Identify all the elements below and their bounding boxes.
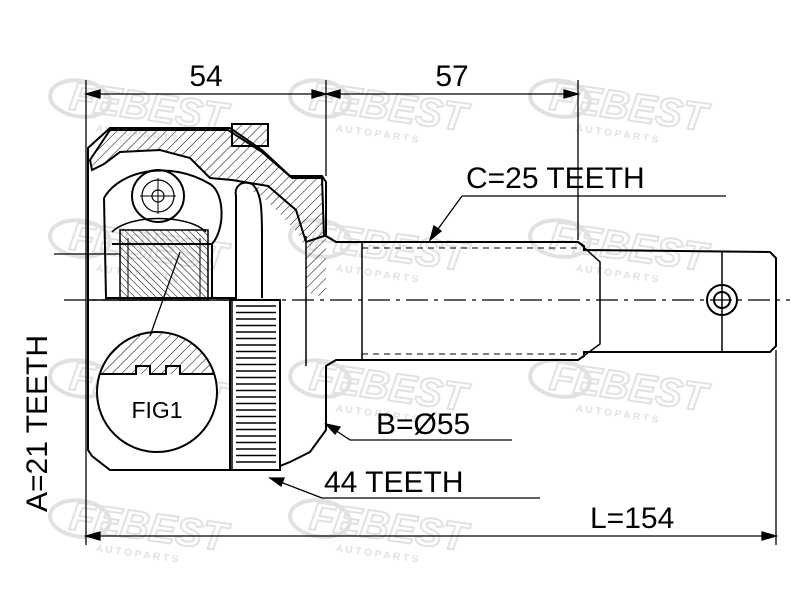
watermark-logo-ring bbox=[48, 218, 112, 259]
fig1-label: FIG1 bbox=[131, 397, 182, 423]
diameter-b-label: B=Ø55 bbox=[376, 408, 470, 441]
watermark-logo-ring bbox=[48, 78, 112, 119]
dimension-lines bbox=[54, 80, 779, 545]
spline-c-label: C=25 TEETH bbox=[466, 162, 645, 195]
watermark-logo-ring bbox=[48, 498, 112, 539]
dim-54: 54 bbox=[189, 60, 222, 93]
dim-57: 57 bbox=[435, 60, 468, 93]
watermark-logo-ring bbox=[528, 218, 592, 259]
abs-teeth-label: 44 TEETH bbox=[324, 466, 464, 499]
total-length-label: L=154 bbox=[590, 502, 674, 535]
spline-a-label: A=21 TEETH bbox=[21, 335, 54, 512]
watermark-logo-ring bbox=[288, 358, 352, 399]
joint-outline bbox=[87, 123, 777, 471]
